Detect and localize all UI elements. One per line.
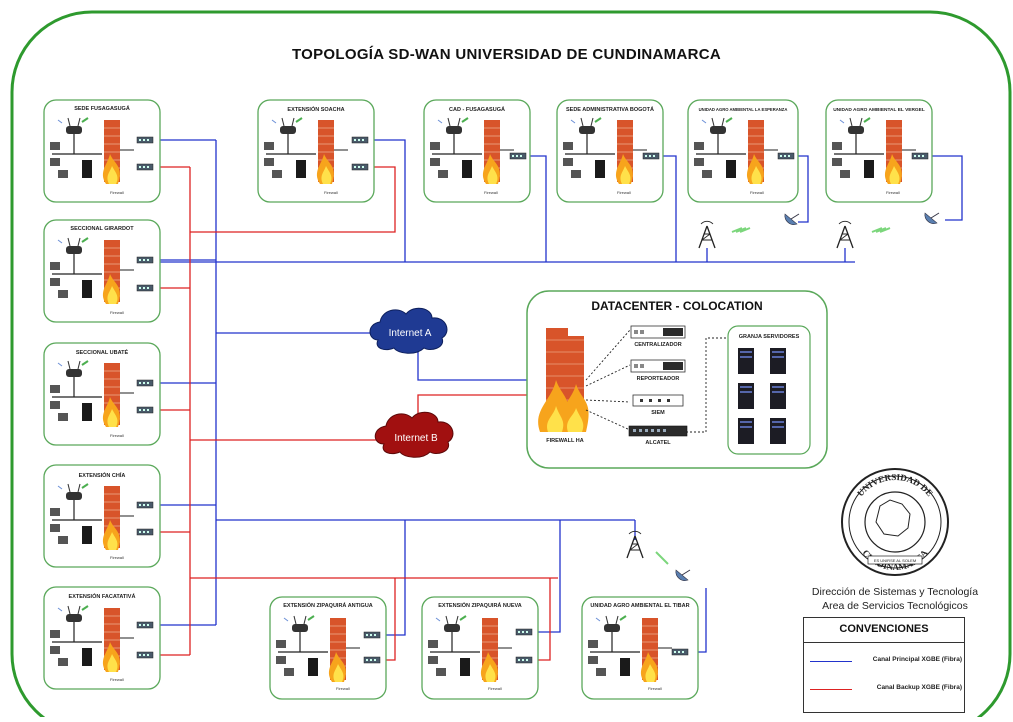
satellite-dish-icon (675, 569, 691, 582)
site-girardot: SECCIONAL GIRARDOT Firewall (43, 219, 161, 323)
site-esperanza: UNIDAD AGRO AMBIENTAL LA ESPERANZA Firew… (687, 99, 799, 203)
server-icon (770, 383, 786, 409)
svg-text:Firewall: Firewall (336, 686, 350, 691)
site-vergel: UNIDAD AGRO AMBIENTAL EL VERGEL Firewall (825, 99, 933, 203)
outer-border (10, 10, 1012, 722)
university-seal-logo: UNIVERSIDAD DE CUNDINAMARCA ES UNIRSE AL… (841, 468, 949, 576)
legend-item-backup: Canal Backup XGBE (Fibra) (810, 684, 962, 696)
legend-swatch-backup (810, 689, 852, 690)
internet-a-label: Internet A (389, 328, 432, 339)
radio-tower-icon (698, 220, 716, 249)
wireless-link-tibar (626, 530, 691, 582)
primary-links (158, 139, 963, 653)
site-label: UNIDAD AGRO AMBIENTAL LA ESPERANZA (699, 107, 788, 112)
firewall-ha-icon (538, 328, 589, 432)
legend-label-backup: Canal Backup XGBE (Fibra) (876, 684, 962, 691)
site-label: SECCIONAL GIRARDOT (70, 226, 134, 232)
site-bogota: SEDE ADMINISTRATIVA BOGOTÁ Firewall (556, 99, 664, 203)
site-label: EXTENSIÓN CHÍA (79, 471, 126, 479)
site-label: SECCIONAL UBATÉ (76, 348, 129, 356)
siem-icon (632, 394, 684, 407)
site-zipaquira-nueva: EXTENSIÓN ZIPAQUIRÁ NUEVA Firewall (421, 596, 539, 700)
legend-item-primary: Canal Principal XGBE (Fibra) (810, 656, 962, 668)
site-label: EXTENSIÓN ZIPAQUIRÁ NUEVA (438, 601, 522, 609)
site-ubate: SECCIONAL UBATÉ Firewall (43, 342, 161, 446)
legend-swatch-primary (810, 661, 852, 662)
site-label: CAD - FUSAGASUGÁ (449, 106, 505, 113)
satellite-dish-icon (924, 212, 940, 225)
site-label: EXTENSIÓN ZIPAQUIRÁ ANTIGUA (283, 601, 373, 609)
site-chia: EXTENSIÓN CHÍA Firewall (43, 464, 161, 568)
radio-tower-icon (836, 220, 854, 249)
site-label: EXTENSIÓN FACATATIVÁ (69, 592, 136, 600)
svg-text:Firewall: Firewall (324, 190, 338, 195)
cloud-internet-a: Internet A (369, 307, 448, 354)
datacenter: DATACENTER - COLOCATION FIREWALL HA (526, 290, 828, 469)
site-label: SEDE FUSAGASUGÁ (74, 105, 130, 112)
legend: CONVENCIONES Canal Principal XGBE (Fibra… (803, 617, 965, 713)
server-icon (770, 348, 786, 374)
svg-text:Firewall: Firewall (750, 190, 764, 195)
svg-text:Firewall: Firewall (617, 190, 631, 195)
site-label: SEDE ADMINISTRATIVA BOGOTÁ (566, 106, 654, 113)
alcatel-switch-icon (628, 425, 688, 437)
datacenter-title: DATACENTER - COLOCATION (591, 299, 762, 313)
seal-motto: ES UNIRSE AL SOLEM (874, 558, 916, 563)
svg-text:Firewall: Firewall (110, 190, 124, 195)
svg-text:Firewall: Firewall (110, 555, 124, 560)
svg-text:Firewall: Firewall (110, 433, 124, 438)
alcatel-label: ALCATEL (645, 440, 671, 446)
server-icon (738, 348, 754, 374)
satellite-dish-icon (784, 213, 800, 226)
site-label: UNIDAD AGRO AMBIENTAL EL VERGEL (833, 107, 925, 113)
svg-text:Firewall: Firewall (110, 310, 124, 315)
centralizador-label: CENTRALIZADOR (634, 342, 681, 348)
site-soacha: EXTENSIÓN SOACHA Firewall (257, 99, 375, 203)
server-farm-label: GRANJA SERVIDORES (739, 334, 800, 340)
backup-links (158, 166, 558, 661)
legend-label-primary: Canal Principal XGBE (Fibra) (872, 656, 962, 663)
svg-text:Firewall: Firewall (488, 686, 502, 691)
reporteador-label: REPORTEADOR (637, 376, 680, 382)
server-icon (770, 418, 786, 444)
org-line-2: Area de Servicios Tecnológicos (822, 600, 968, 612)
cloud-internet-b: Internet B (374, 411, 454, 458)
site-label: UNIDAD AGRO AMBIENTAL EL TIBAR (590, 603, 689, 609)
org-line-1: Dirección de Sistemas y Tecnología (811, 586, 979, 598)
firewall-ha-label: FIREWALL HA (546, 438, 584, 444)
site-tibar: UNIDAD AGRO AMBIENTAL EL TIBAR Firewall (581, 596, 699, 700)
siem-label: SIEM (651, 410, 665, 416)
server-icon (738, 383, 754, 409)
legend-divider (804, 642, 964, 643)
site-label: EXTENSIÓN SOACHA (287, 105, 344, 113)
site-zipaquira-antigua: EXTENSIÓN ZIPAQUIRÁ ANTIGUA Firewall (269, 596, 387, 700)
site-fusagasuga: SEDE FUSAGASUGÁ Firewall (43, 99, 161, 203)
server-farm: GRANJA SERVIDORES (727, 325, 811, 455)
reporteador-icon (630, 359, 686, 373)
svg-text:Firewall: Firewall (648, 686, 662, 691)
site-facatativa: EXTENSIÓN FACATATIVÁ Firewall (43, 586, 161, 690)
site-cad: CAD - FUSAGASUGÁ Firewall (423, 99, 531, 203)
svg-text:Firewall: Firewall (110, 677, 124, 682)
wireless-link-vergel (836, 212, 940, 249)
centralizador-icon (630, 325, 686, 339)
svg-text:Firewall: Firewall (484, 190, 498, 195)
svg-text:Firewall: Firewall (886, 190, 900, 195)
legend-title: CONVENCIONES (839, 623, 929, 635)
server-icon (738, 418, 754, 444)
internet-b-label: Internet B (394, 433, 438, 444)
wireless-link-esperanza (698, 213, 800, 249)
page-title: TOPOLOGÍA SD-WAN UNIVERSIDAD DE CUNDINAM… (291, 46, 722, 63)
